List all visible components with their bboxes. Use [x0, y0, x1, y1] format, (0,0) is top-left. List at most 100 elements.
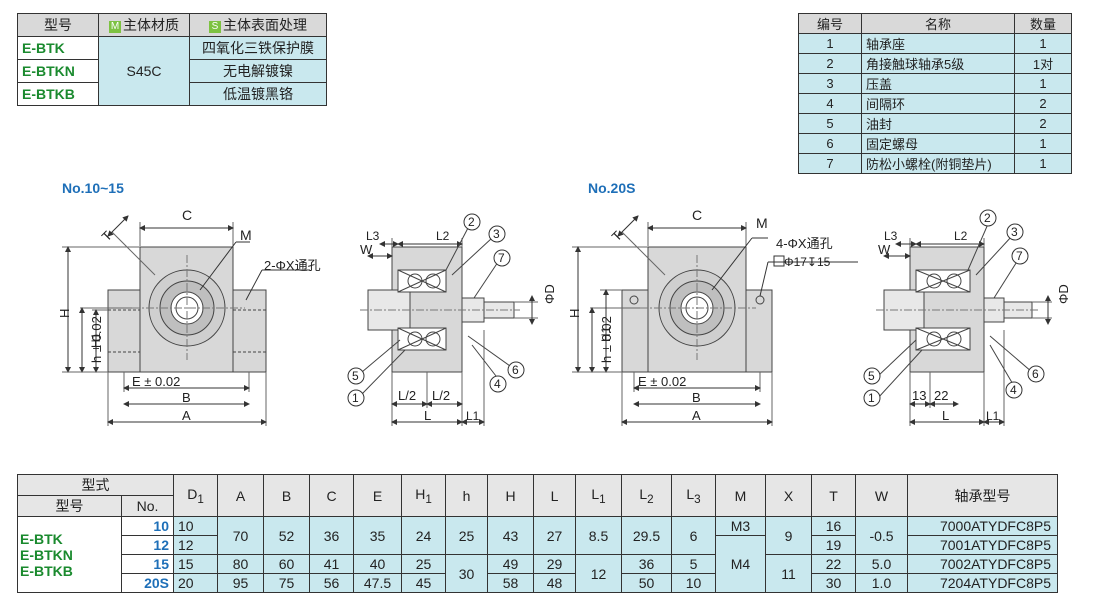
col-b: B — [263, 474, 310, 517]
col-x: X — [765, 474, 812, 517]
dim-half-a: L/2 — [398, 388, 416, 403]
dim-d-right: ΦD — [1056, 284, 1071, 304]
part-qty: 1对 — [1014, 53, 1072, 74]
model-cell: E-BTKN — [17, 59, 99, 83]
dim-half-b: L/2 — [432, 388, 450, 403]
header-model: 型号 — [17, 495, 122, 517]
balloon-6: 6 — [512, 363, 519, 377]
part-name: 角接触球轴承5级 — [861, 53, 1015, 74]
col-hh: H — [487, 474, 534, 517]
part-qty: 1 — [1014, 33, 1072, 54]
part-qty: 1 — [1014, 133, 1072, 154]
surface-cell: 低温镀黑铬 — [189, 82, 327, 106]
header-qty: 数量 — [1014, 13, 1072, 34]
dim-e-left: E ± 0.02 — [132, 374, 180, 389]
part-no: 7 — [798, 153, 862, 174]
counterbore-icon — [773, 255, 785, 267]
part-qty: 1 — [1014, 153, 1072, 174]
dim-l2-left: L2 — [436, 229, 450, 243]
cbore-note-right: Φ17↧15 — [784, 255, 831, 269]
surface-cell: 四氧化三铁保护膜 — [189, 36, 327, 60]
dim-l3-left: L3 — [366, 229, 380, 243]
side-view-right — [876, 223, 1052, 426]
dim-l3-right: L3 — [884, 229, 898, 243]
col-l2: L2 — [621, 474, 672, 517]
balloon-1: 1 — [352, 391, 359, 405]
model-cell: E-BTK — [17, 36, 99, 60]
part-qty: 1 — [1014, 73, 1072, 94]
dim-t-left: T — [99, 228, 115, 244]
dim-l-left: L — [424, 408, 431, 423]
material-cell: S45C — [98, 36, 190, 106]
col-c: C — [309, 474, 354, 517]
balloon-5: 5 — [352, 369, 359, 383]
col-l: L — [533, 474, 576, 517]
dim-hsmall-right: h ± 0.02 — [599, 316, 614, 363]
drawing-label-right: No.20S — [588, 180, 636, 196]
spec-table: 型式 D1 A B C E H1 h H L L1 L2 L3 M X T W … — [17, 474, 1058, 593]
col-d1: D1 — [173, 474, 218, 517]
col-a: A — [217, 474, 264, 517]
table-row: 20S 20 95 75 56 47.5 45 58 48 50 10 30 1… — [18, 573, 1058, 593]
material-tag-icon: M — [109, 21, 121, 33]
front-view-right — [572, 215, 858, 426]
col-l3: L3 — [671, 474, 716, 517]
balloon-2-right: 2 — [984, 211, 991, 225]
dim-t-right: T — [609, 228, 625, 244]
dim-hsmall-left: h ± 0.02 — [89, 316, 104, 363]
balloons-left — [347, 213, 525, 407]
col-h: h — [445, 474, 488, 517]
col-m: M — [715, 474, 766, 517]
drawing-label-left: No.10~15 — [62, 180, 124, 196]
dim-h-left: H — [57, 309, 72, 318]
dim-c-right: C — [692, 207, 702, 223]
hole-note-left: 2-ΦX通孔 — [264, 258, 321, 273]
balloon-6-right: 6 — [1032, 367, 1039, 381]
dim-b-right: B — [692, 390, 701, 405]
table-row: 15 15 80 60 41 40 25 30 49 29 12 36 5 11… — [18, 554, 1058, 593]
dim-l2-right: L2 — [954, 229, 968, 243]
front-view-left — [62, 215, 310, 426]
dim-l1-right: L1 — [986, 409, 1000, 423]
part-name: 间隔环 — [861, 93, 1015, 114]
dim-b-left: B — [182, 390, 191, 405]
balloon-1-right: 1 — [868, 391, 875, 405]
dim-w-right: W — [878, 242, 891, 257]
dim-22: 22 — [934, 388, 948, 403]
part-name: 防松小螺栓(附铜垫片) — [861, 153, 1015, 174]
dim-a-right: A — [692, 408, 701, 423]
surface-tag-icon: S — [209, 21, 221, 33]
dim-13: 13 — [912, 388, 926, 403]
balloon-5-right: 5 — [868, 369, 875, 383]
dim-a-left: A — [182, 408, 191, 423]
dim-c-left: C — [182, 207, 192, 223]
model-cell: E-BTKB — [17, 82, 99, 106]
dim-d-left: ΦD — [542, 284, 557, 304]
surface-cell: 无电解镀镍 — [189, 59, 327, 83]
dim-l-right: L — [942, 408, 949, 423]
dim-h-right: H — [567, 309, 582, 318]
hole-note-right: 4-ΦX通孔 — [776, 236, 833, 251]
balloon-4-right: 4 — [1010, 383, 1017, 397]
technical-drawings: C T M 2-ΦX通孔 H h ± 0.02 H 1 E ± 0.02 B A — [57, 207, 1071, 426]
balloon-7-right: 7 — [1016, 249, 1023, 263]
balloon-7: 7 — [498, 251, 505, 265]
col-e: E — [353, 474, 402, 517]
col-l1: L1 — [575, 474, 622, 517]
dim-e-right: E ± 0.02 — [638, 374, 686, 389]
part-qty: 2 — [1014, 113, 1072, 134]
side-view-left — [360, 227, 538, 426]
dim-l1-left: L1 — [466, 409, 480, 423]
part-name: 油封 — [861, 113, 1015, 134]
dim-m-right: M — [756, 215, 768, 231]
header-no: No. — [121, 495, 174, 517]
header-type: 型式 — [17, 474, 174, 496]
balloon-4: 4 — [494, 377, 501, 391]
part-name: 固定螺母 — [861, 133, 1015, 154]
col-w: W — [855, 474, 908, 517]
